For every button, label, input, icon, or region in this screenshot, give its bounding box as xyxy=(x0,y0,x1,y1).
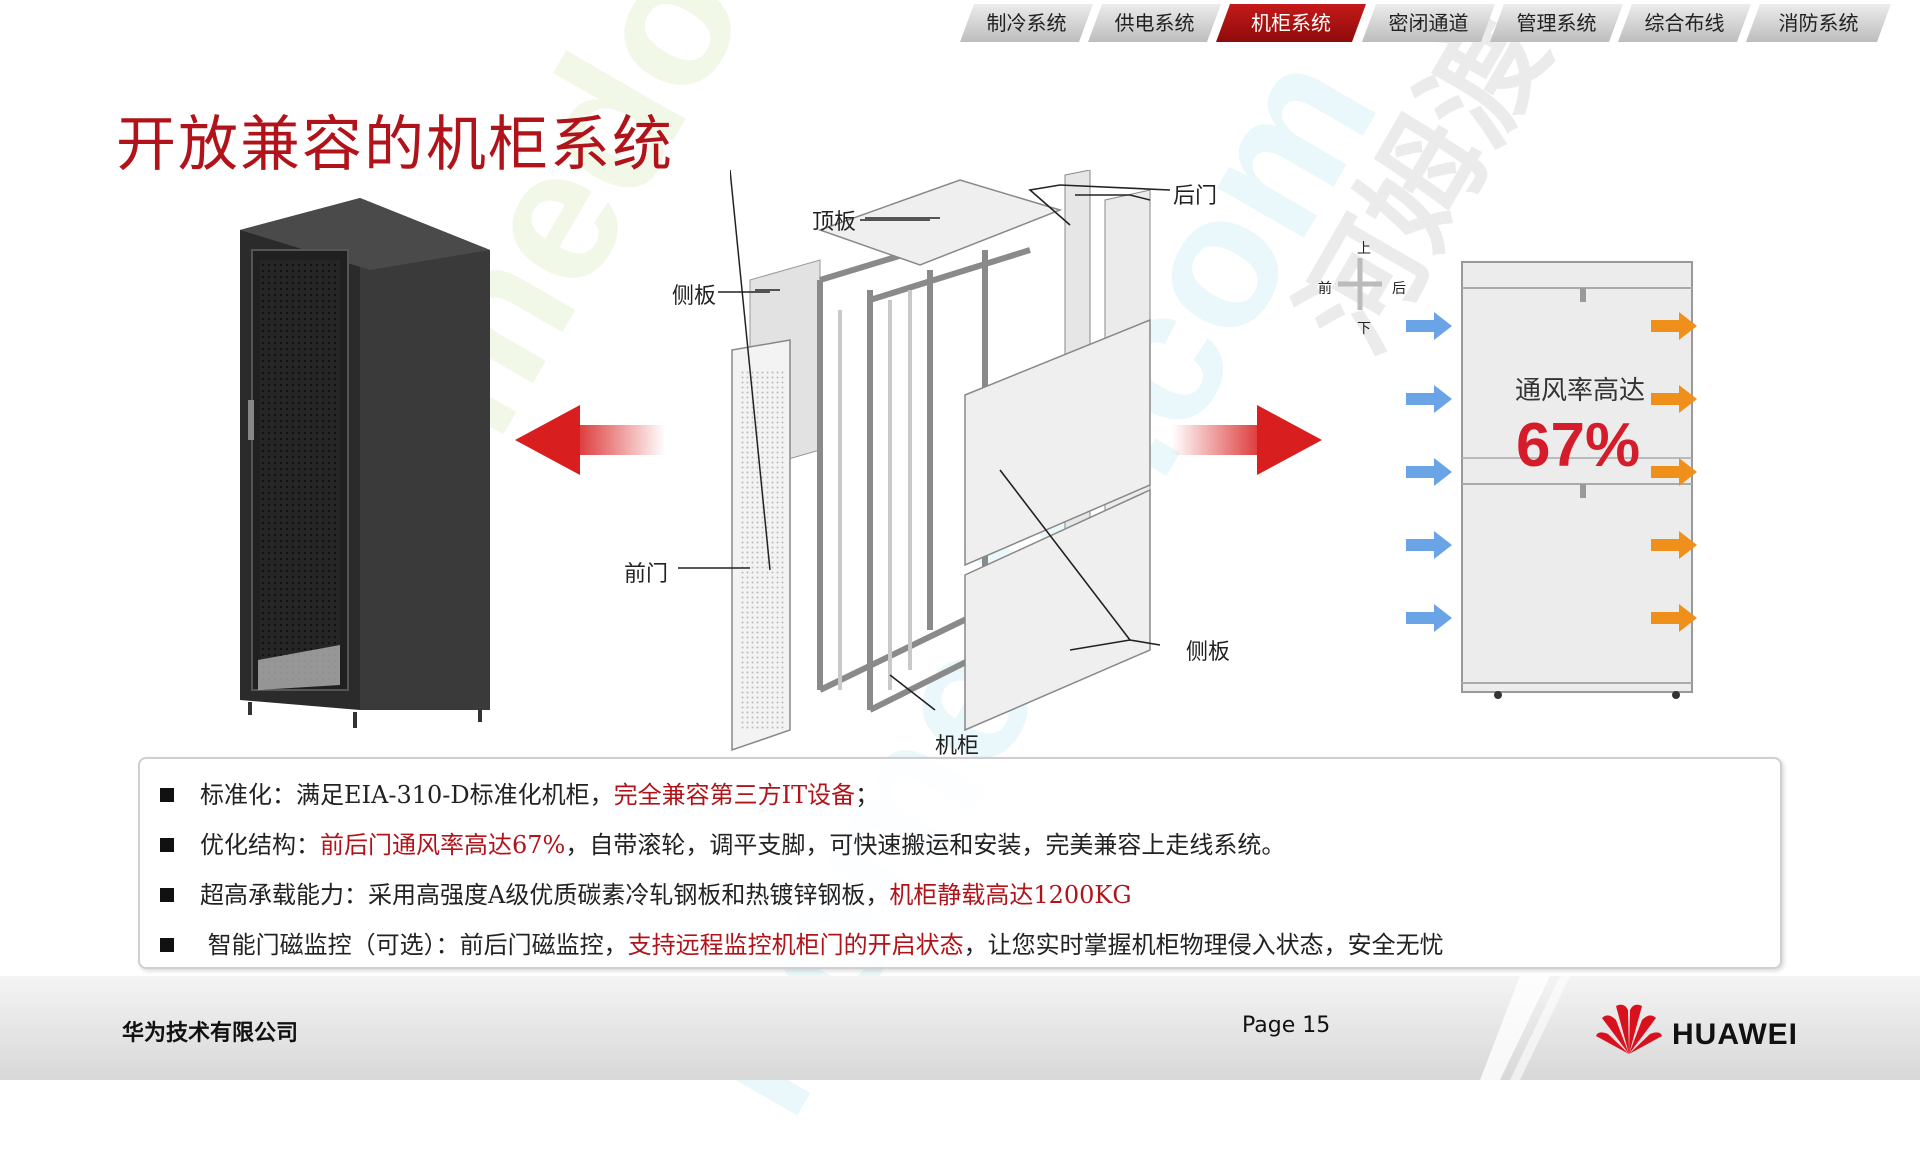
direction-down: 下 xyxy=(1357,321,1371,337)
feature-text: ，自带滚轮，调平支脚，可快速搬运和安装，完美兼容上走线系统。 xyxy=(565,831,1286,859)
bullet-icon xyxy=(160,937,174,952)
feature-text: ，让您实时掌握机柜物理侵入状态，安全无忧 xyxy=(963,931,1444,959)
arrow-left-icon xyxy=(515,405,665,475)
airflow-out-arrow-icon xyxy=(1651,458,1697,486)
airflow-out-arrow-icon xyxy=(1651,604,1697,632)
feature-text: 优化结构： xyxy=(200,831,320,859)
feature-item: 标准化：满足EIA-310-D标准化机柜，完全兼容第三方IT设备； xyxy=(160,775,879,810)
label-frame: 机柜 xyxy=(935,734,980,759)
feature-highlight: 支持远程监控机柜门的开启状态 xyxy=(627,931,964,959)
brand-name: HUAWEI xyxy=(1672,1018,1798,1051)
nav-tab[interactable]: 供电系统 xyxy=(1088,4,1221,42)
airflow-arrows xyxy=(1406,312,1697,632)
cabinet-photo xyxy=(240,198,490,728)
arrow-right-icon xyxy=(1172,405,1322,475)
label-side-panel-left: 侧板 xyxy=(672,284,717,309)
footer-decoration xyxy=(1480,976,1570,1080)
footer xyxy=(0,976,1920,1080)
bullet-icon xyxy=(160,837,174,852)
airflow-out-arrow-icon xyxy=(1651,312,1697,340)
page-title: 开放兼容的机柜系统 xyxy=(116,110,674,180)
direction-up: 上 xyxy=(1357,241,1371,257)
airflow-in-arrow-icon xyxy=(1406,604,1452,632)
nav-tab[interactable]: 消防系统 xyxy=(1746,4,1891,42)
nav-tab[interactable]: 制冷系统 xyxy=(960,4,1093,42)
label-front-door: 前门 xyxy=(624,562,669,587)
nav-tab[interactable]: 管理系统 xyxy=(1490,4,1623,42)
direction-compass-icon xyxy=(1338,258,1382,310)
nav-tab[interactable]: 密闭通道 xyxy=(1362,4,1495,42)
feature-item: 智能门磁监控（可选）：前后门磁监控，支持远程监控机柜门的开启状态，让您实时掌握机… xyxy=(160,925,1444,960)
diagram-leaders xyxy=(678,184,1171,711)
feature-text: 智能门磁监控（可选）：前后门磁监控， xyxy=(200,931,628,959)
feature-text: ； xyxy=(855,781,880,809)
cabinet-exploded-diagram xyxy=(730,170,1151,752)
direction-rear: 后 xyxy=(1392,281,1406,297)
feature-item: 优化结构：前后门通风率高达67%，自带滚轮，调平支脚，可快速搬运和安装，完美兼容… xyxy=(160,825,1285,860)
airflow-in-arrow-icon xyxy=(1406,385,1452,413)
airflow-caption: 通风率高达 xyxy=(1515,376,1646,406)
feature-text: 超高承载能力：采用高强度A级优质碳素冷轧钢板和热镀锌钢板， xyxy=(200,881,890,909)
airflow-in-arrow-icon xyxy=(1406,312,1452,340)
airflow-out-arrow-icon xyxy=(1651,531,1697,559)
feature-highlight: 完全兼容第三方IT设备 xyxy=(613,781,856,809)
label-top-panel: 顶板 xyxy=(812,210,857,235)
bullet-icon xyxy=(160,887,174,902)
huawei-logo-icon xyxy=(1596,1004,1662,1054)
nav-tab[interactable]: 机柜系统 xyxy=(1216,4,1366,42)
nav-tab[interactable]: 综合布线 xyxy=(1618,4,1751,42)
page-number: Page 15 xyxy=(1242,1013,1331,1038)
airflow-in-arrow-icon xyxy=(1406,458,1452,486)
features-box: 标准化：满足EIA-310-D标准化机柜，完全兼容第三方IT设备； 优化结构：前后… xyxy=(138,757,1782,969)
feature-highlight: 机柜静载高达1200KG xyxy=(889,881,1132,909)
company-name: 华为技术有限公司 xyxy=(122,1021,299,1046)
top-navigation: 制冷系统供电系统机柜系统密闭通道管理系统综合布线消防系统 xyxy=(960,0,1920,42)
feature-item: 超高承载能力：采用高强度A级优质碳素冷轧钢板和热镀锌钢板，机柜静载高达1200K… xyxy=(160,875,1132,910)
label-side-panel-right: 侧板 xyxy=(1186,640,1231,665)
label-rear-door: 后门 xyxy=(1173,184,1218,209)
airflow-in-arrow-icon xyxy=(1406,531,1452,559)
bullet-icon xyxy=(160,787,174,802)
feature-highlight: 前后门通风率高达67% xyxy=(320,831,566,859)
airflow-value: 67% xyxy=(1516,411,1641,480)
airflow-out-arrow-icon xyxy=(1651,385,1697,413)
feature-text: 标准化：满足EIA-310-D标准化机柜， xyxy=(200,781,614,809)
direction-front: 前 xyxy=(1318,281,1332,297)
